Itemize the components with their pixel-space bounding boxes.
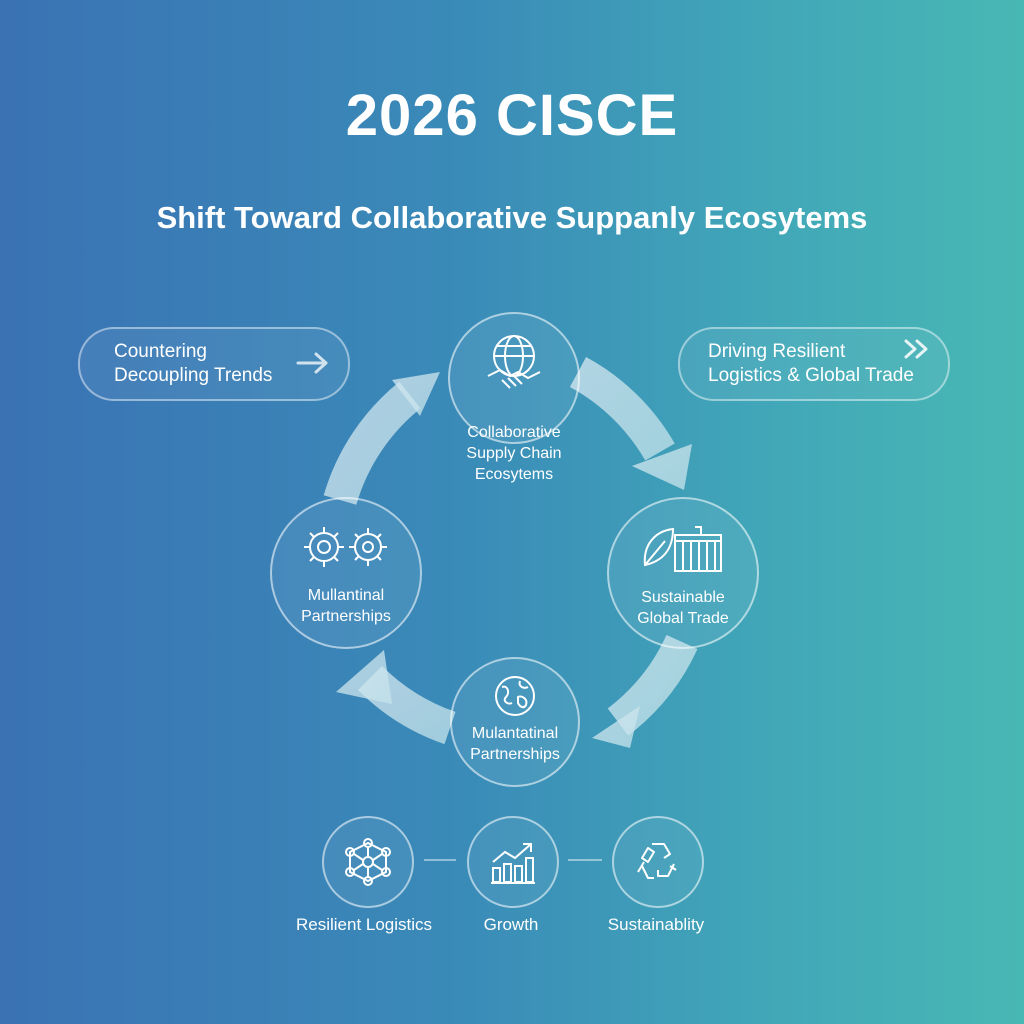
cycle-arrowhead-top-right bbox=[632, 444, 692, 490]
bottom-node-sustainability[interactable] bbox=[612, 816, 704, 908]
cycle-bottom-line2: Partnerships bbox=[470, 746, 560, 763]
cycle-arrow-right-bottom bbox=[607, 634, 698, 736]
growth-chart-icon bbox=[491, 843, 535, 884]
bottom-connector-2 bbox=[568, 859, 602, 861]
cycle-node-sustainable-trade[interactable]: Sustainable Global Trade bbox=[607, 497, 759, 649]
cycle-node-partnerships-bottom[interactable]: Mulantatinal Partnerships bbox=[450, 657, 580, 787]
recycle-icon bbox=[637, 843, 677, 879]
network-icon bbox=[345, 838, 391, 886]
cycle-arrowhead-right-bottom bbox=[592, 706, 640, 748]
bottom-connector-1 bbox=[424, 859, 456, 861]
globe-handshake-icon bbox=[487, 335, 541, 389]
pill-left-line1: Countering bbox=[114, 341, 207, 362]
cycle-arrowhead-bottom-left bbox=[336, 650, 392, 704]
arrow-right-icon bbox=[296, 352, 328, 374]
pill-driving-resilient[interactable]: Driving Resilient Logistics & Global Tra… bbox=[678, 327, 950, 401]
double-chevron-right-icon bbox=[904, 339, 928, 359]
cycle-top-line1: Collaborative bbox=[467, 424, 561, 441]
cycle-node-collaborative[interactable]: Collaborative Supply Chain Ecosytems bbox=[448, 312, 580, 483]
bottom-label-resilient-logistics: Resilient Logistics bbox=[295, 915, 433, 934]
pill-countering-decoupling[interactable]: Countering Decoupling Trends bbox=[78, 327, 350, 401]
cycle-left-line2: Partnerships bbox=[301, 608, 391, 625]
pill-right-text: Driving Resilient Logistics & Global Tra… bbox=[708, 340, 914, 388]
cycle-right-line2: Global Trade bbox=[637, 610, 729, 627]
pill-left-text: Countering Decoupling Trends bbox=[114, 340, 272, 388]
bottom-label-growth: Growth bbox=[483, 915, 539, 934]
leaf-container-icon bbox=[643, 526, 722, 572]
cycle-top-line3: Ecosytems bbox=[474, 466, 554, 483]
cycle-arrowhead-left-top bbox=[392, 372, 440, 416]
cycle-node-bottom-label: Mulantatinal Partnerships bbox=[452, 723, 578, 765]
globe-icon bbox=[495, 676, 535, 716]
gears-icon bbox=[304, 527, 387, 567]
cycle-node-top-label: Collaborative Supply Chain Ecosytems bbox=[450, 422, 578, 485]
bottom-node-growth[interactable] bbox=[467, 816, 559, 908]
page-subtitle: Shift Toward Collaborative Suppanly Ecos… bbox=[156, 200, 868, 235]
cycle-arrow-left-top bbox=[323, 381, 421, 506]
bottom-node-resilient-logistics[interactable] bbox=[322, 816, 414, 908]
cycle-arrow-top-right bbox=[569, 357, 675, 461]
cycle-node-partnerships-left[interactable]: Mullantinal Partnerships bbox=[270, 497, 422, 649]
cycle-left-line1: Mullantinal bbox=[307, 587, 385, 604]
pill-right-line1: Driving Resilient bbox=[708, 341, 846, 362]
bottom-label-sustainability: Sustainablity bbox=[607, 915, 705, 934]
pill-left-line2: Decoupling Trends bbox=[114, 365, 273, 386]
cycle-bottom-line1: Mulantatinal bbox=[471, 725, 559, 742]
page-title: 2026 CISCE bbox=[345, 83, 679, 148]
cycle-node-left-label: Mullantinal Partnerships bbox=[272, 585, 420, 627]
pill-right-line2: Logistics & Global Trade bbox=[708, 365, 914, 386]
cycle-top-line2: Supply Chain bbox=[466, 445, 562, 462]
cycle-right-line1: Sustainable bbox=[641, 589, 725, 606]
cycle-node-right-label: Sustainable Global Trade bbox=[609, 587, 757, 629]
